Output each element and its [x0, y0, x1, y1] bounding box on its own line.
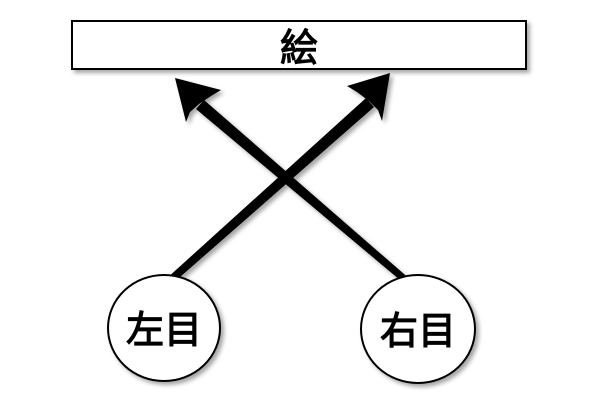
left-eye: 左目	[107, 274, 221, 382]
right-arrowhead-icon	[347, 73, 390, 121]
picture-box: 絵	[71, 20, 527, 73]
right-eye-to-left-arrow	[196, 100, 412, 285]
left-eye-label: 左目	[126, 308, 202, 352]
left-eye-to-right-arrow	[166, 98, 374, 284]
picture-label: 絵	[280, 26, 318, 70]
right-eye: 右目	[360, 274, 476, 384]
left-eye-circle	[107, 274, 221, 382]
right-eye-circle	[360, 274, 476, 384]
right-eye-label: 右目	[380, 309, 456, 353]
picture-box-frame	[71, 20, 527, 70]
left-arrowhead-icon	[175, 78, 221, 122]
sight-lines	[166, 73, 412, 285]
